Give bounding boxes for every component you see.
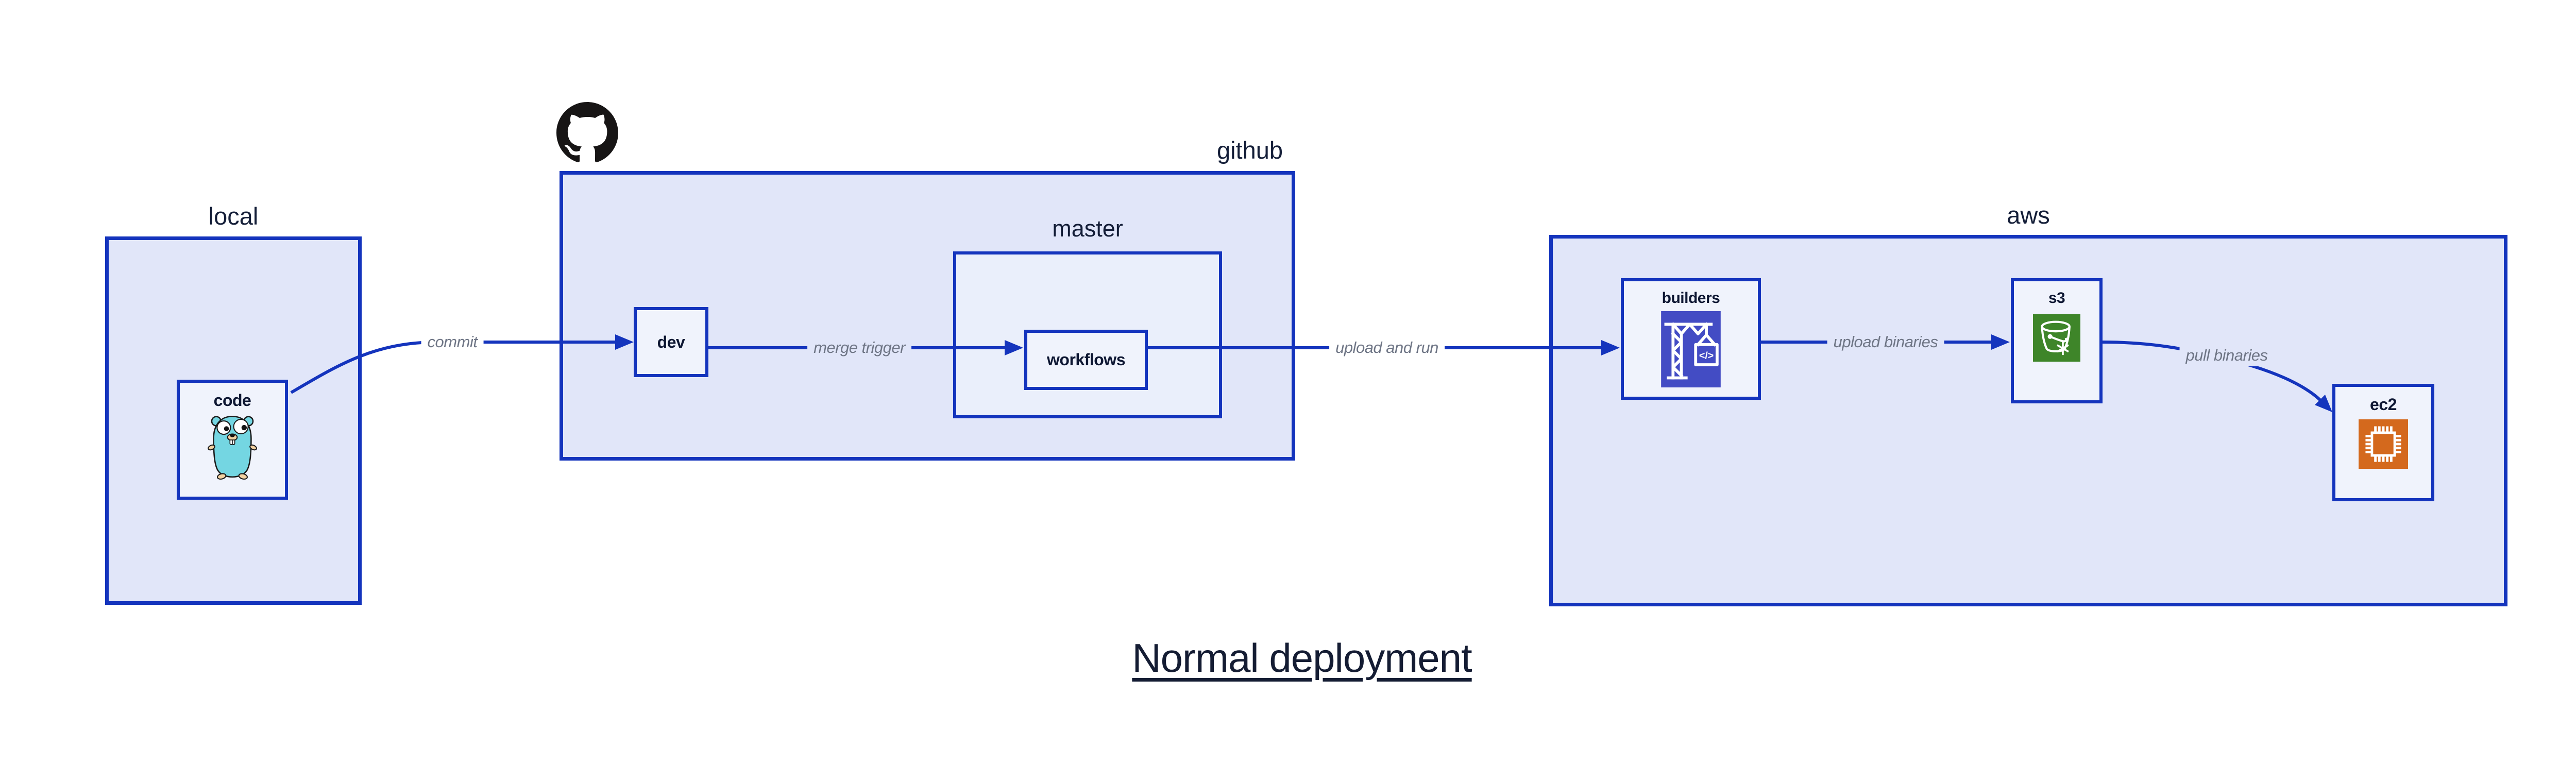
github-label: github	[1216, 137, 1283, 164]
node-builders: builders </>	[1621, 278, 1761, 400]
edge-label-merge-trigger: merge trigger	[807, 337, 911, 359]
node-ec2: ec2	[2332, 384, 2434, 501]
node-s3: s3	[2011, 278, 2103, 403]
s3-bucket-icon	[2033, 314, 2080, 362]
edge-label-commit: commit	[421, 331, 484, 353]
codebuild-crane-icon: </>	[1660, 311, 1721, 387]
dev-label: dev	[657, 332, 685, 351]
node-workflows: workflows	[1024, 330, 1148, 390]
svg-text:</>: </>	[1699, 350, 1714, 362]
ec2-chip-icon	[2359, 419, 2408, 469]
go-gopher-icon	[206, 413, 259, 480]
code-label: code	[213, 391, 251, 410]
edge-label-upload-and-run: upload and run	[1329, 337, 1445, 359]
s3-label: s3	[2048, 290, 2065, 307]
diagram-title: Normal deployment	[1132, 635, 1472, 681]
edge-label-pull-binaries: pull binaries	[2179, 345, 2274, 366]
edge-label-upload-binaries: upload binaries	[1827, 331, 1944, 353]
aws-label: aws	[2007, 201, 2050, 229]
node-code: code	[177, 380, 288, 500]
github-logo-icon	[556, 102, 618, 164]
local-label: local	[208, 202, 259, 230]
workflows-label: workflows	[1047, 350, 1125, 369]
builders-label: builders	[1662, 290, 1720, 307]
ec2-label: ec2	[2370, 395, 2397, 414]
node-dev: dev	[634, 307, 708, 377]
master-label: master	[1052, 215, 1123, 242]
